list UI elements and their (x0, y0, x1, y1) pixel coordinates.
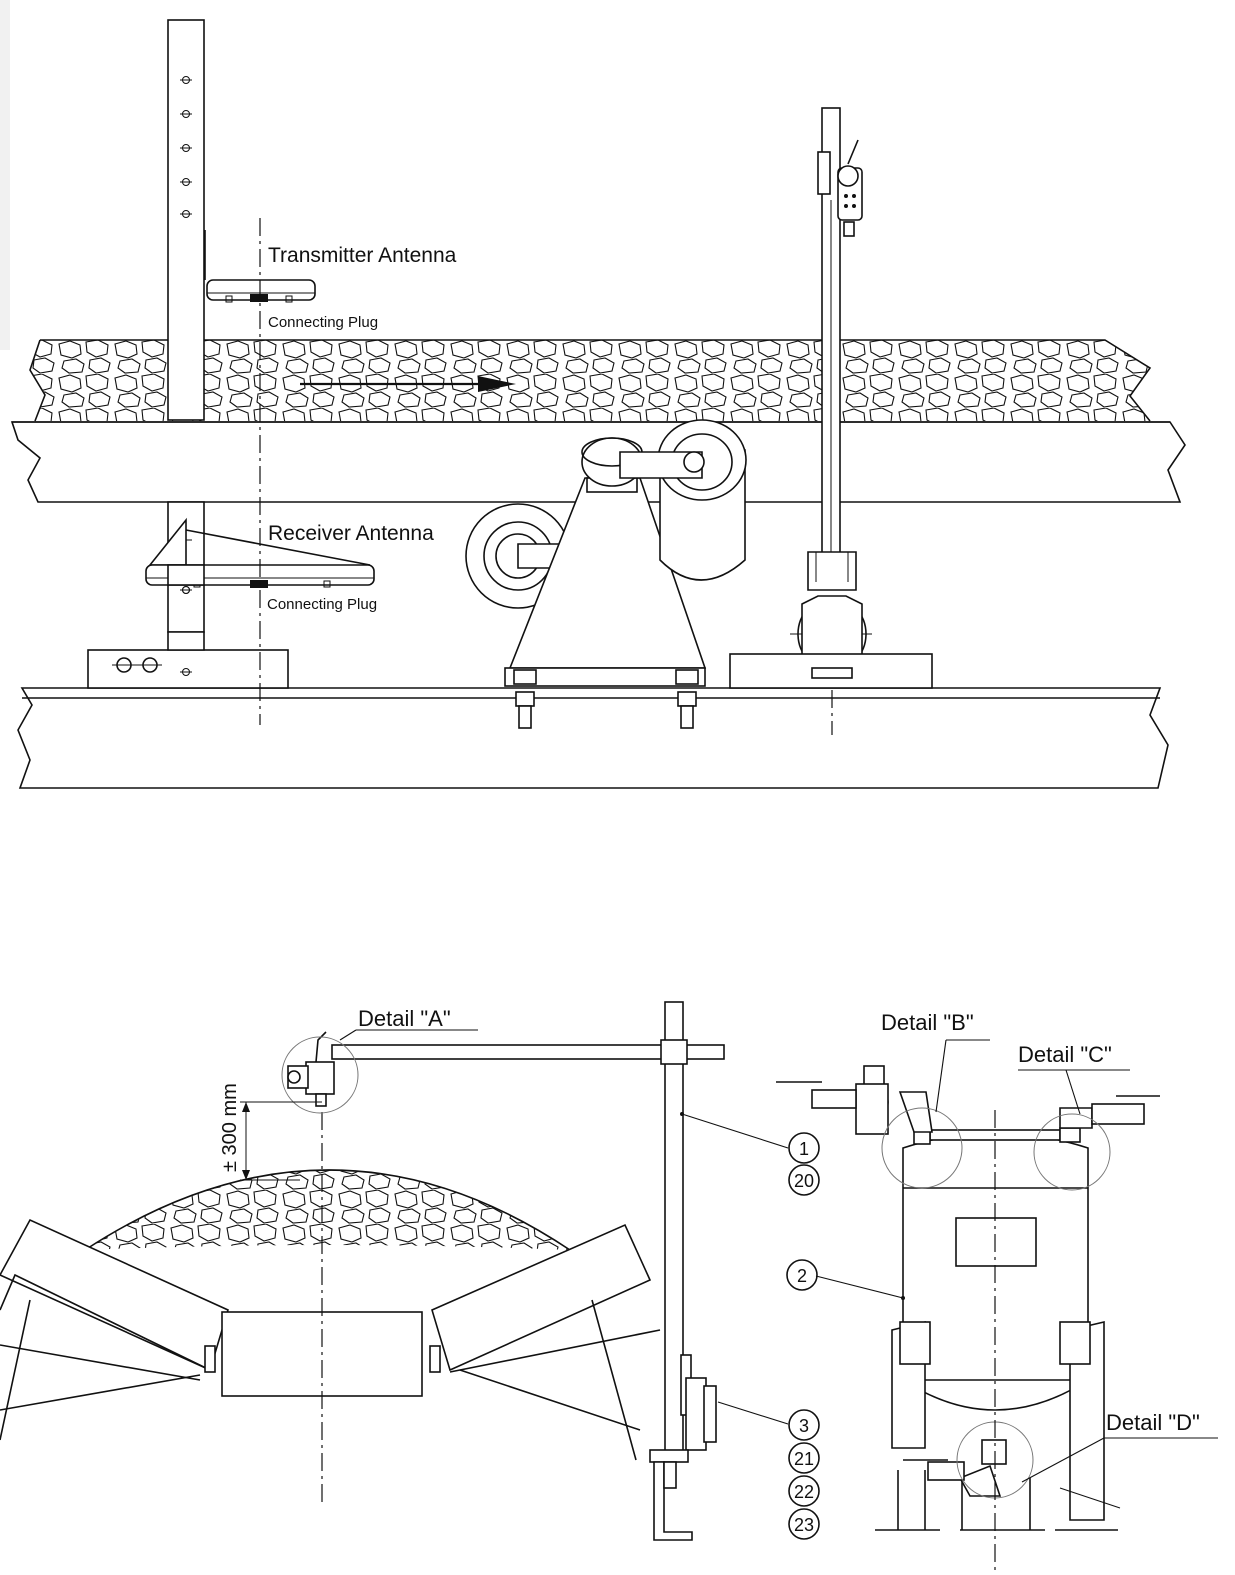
svg-text:3: 3 (799, 1416, 809, 1436)
receiver-antenna-label: Receiver Antenna (268, 522, 434, 545)
pressure-vessel-drawing (776, 1039, 1218, 1575)
svg-text:1: 1 (799, 1139, 809, 1159)
bulk-material-layer (29, 339, 1152, 422)
scan-edge-shadow (0, 0, 10, 350)
side-view-drawing (10, 19, 1186, 789)
svg-text:23: 23 (794, 1515, 814, 1535)
svg-text:20: 20 (794, 1171, 814, 1191)
transmitter-antenna-label: Transmitter Antenna (268, 244, 457, 267)
height-dimension (240, 1101, 322, 1181)
callout-1: 1 (788, 1132, 820, 1164)
support-mast (331, 1001, 725, 1541)
outlet-valve-assembly (1018, 1069, 1160, 1191)
sensor-mast (729, 107, 933, 735)
antenna-support-post (87, 19, 289, 689)
sensor-head (281, 1029, 478, 1114)
dimension-label: ± 300 mm (219, 1083, 241, 1172)
callout-20: 20 (788, 1164, 820, 1196)
troughing-idler-right (429, 1223, 661, 1461)
carrying-idler-roller (619, 419, 747, 581)
troughing-idler-left (0, 1218, 229, 1441)
callout-21: 21 (788, 1442, 820, 1474)
detail-b-label: Detail "B" (881, 1010, 974, 1035)
vessel-legs (875, 1320, 1121, 1531)
idler-bracket (504, 437, 707, 729)
flow-direction-arrow (300, 376, 516, 392)
transmitter-plug-label: Connecting Plug (268, 314, 378, 331)
detail-c-label: Detail "C" (1018, 1042, 1112, 1067)
callout-2: 2 (786, 1259, 818, 1291)
callout-22: 22 (788, 1475, 820, 1507)
cross-section-drawing (0, 1001, 789, 1541)
transmitter-antenna (204, 230, 316, 303)
detail-a-label: Detail "A" (358, 1006, 451, 1031)
detail-d-label: Detail "D" (1106, 1410, 1200, 1435)
conveyor-frame-lower (17, 687, 1169, 789)
callout-3: 3 (788, 1409, 820, 1441)
material-heap (84, 1169, 571, 1251)
receiver-plug-label: Connecting Plug (267, 596, 377, 613)
svg-text:21: 21 (794, 1449, 814, 1469)
callout-23: 23 (788, 1508, 820, 1540)
svg-text:22: 22 (794, 1482, 814, 1502)
svg-text:2: 2 (797, 1266, 807, 1286)
